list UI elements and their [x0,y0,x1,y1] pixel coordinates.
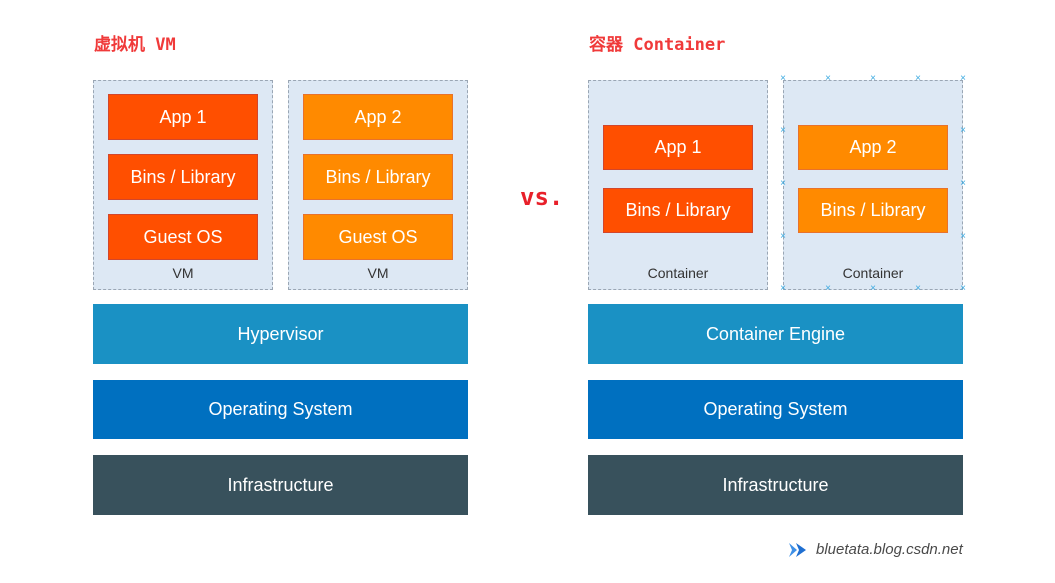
selection-handle-icon: × [780,283,786,294]
vm-title: 虚拟机 VM [94,35,176,55]
container2-caption: Container [842,265,904,281]
selection-handle-icon: × [780,231,786,242]
selection-handle-icon: × [960,283,966,294]
selection-handle-icon: × [825,283,831,294]
selection-handle-icon: × [960,231,966,242]
container-engine-layer: Container Engine [588,304,963,364]
vm1-app-block: App 1 [108,94,258,140]
selection-handle-icon: × [780,125,786,136]
container2-app-block: App 2 [798,125,948,170]
selection-handle-icon: × [960,178,966,189]
selection-handle-icon: × [780,73,786,84]
hypervisor-layer: Hypervisor [93,304,468,364]
selection-handle-icon: × [780,178,786,189]
selection-handle-icon: × [825,73,831,84]
container-panel-1 [588,80,768,290]
vm2-bins-block: Bins / Library [303,154,453,200]
container-panel-2 [783,80,963,290]
selection-handle-icon: × [870,283,876,294]
watermark-text: bluetata.blog.csdn.net [816,541,963,558]
blog-logo-icon [789,543,806,557]
container2-bins-block: Bins / Library [798,188,948,233]
container1-app-block: App 1 [603,125,753,170]
vm1-bins-block: Bins / Library [108,154,258,200]
container1-bins-block: Bins / Library [603,188,753,233]
container-title: 容器 Container [589,35,726,55]
container-os-layer: Operating System [588,380,963,439]
selection-handle-icon: × [870,73,876,84]
selection-handle-icon: × [960,73,966,84]
vm-infrastructure-layer: Infrastructure [93,455,468,515]
vm1-guestos-block: Guest OS [108,214,258,260]
vm2-app-block: App 2 [303,94,453,140]
vm2-guestos-block: Guest OS [303,214,453,260]
vm-os-layer: Operating System [93,380,468,439]
vm2-caption: VM [367,265,389,281]
selection-handle-icon: × [915,73,921,84]
container1-caption: Container [647,265,709,281]
vs-label: vs. [520,183,564,211]
selection-handle-icon: × [915,283,921,294]
selection-handle-icon: × [960,125,966,136]
container-infrastructure-layer: Infrastructure [588,455,963,515]
vm1-caption: VM [172,265,194,281]
